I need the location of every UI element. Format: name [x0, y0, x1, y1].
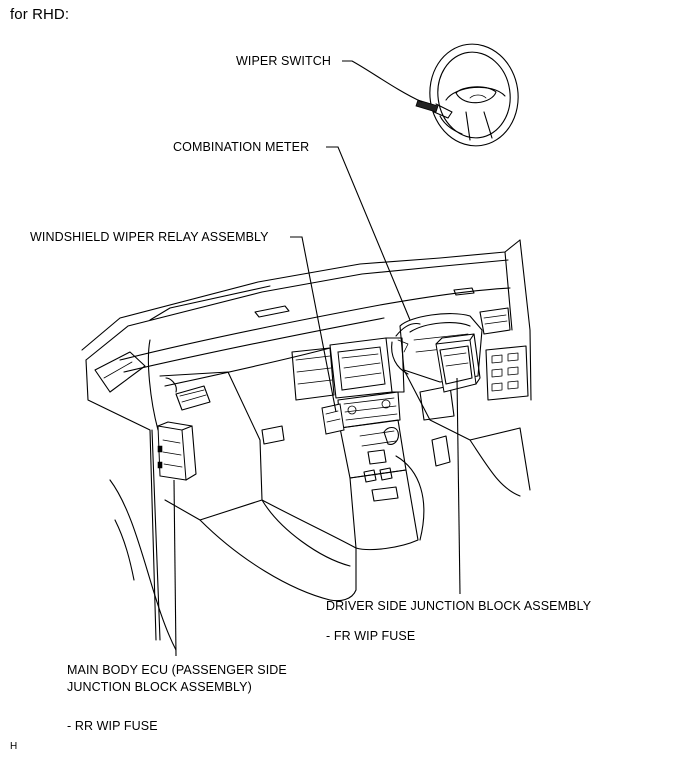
steering-wheel-drawing	[415, 43, 519, 147]
leader-lines	[173, 60, 461, 657]
dashboard-drawing	[81, 239, 532, 651]
label-driver-side-junction-block: DRIVER SIDE JUNCTION BLOCK ASSEMBLY	[326, 599, 592, 613]
label-rr-wip-fuse: - RR WIP FUSE	[67, 719, 158, 733]
label-fr-wip-fuse: - FR WIP FUSE	[326, 629, 416, 643]
diagram-heading: for RHD:	[10, 6, 70, 23]
label-main-body-ecu-line2: JUNCTION BLOCK ASSEMBLY)	[67, 680, 252, 694]
label-wiper-switch: WIPER SWITCH	[236, 54, 331, 68]
main-body-ecu-drawing	[157, 421, 197, 481]
label-combination-meter: COMBINATION METER	[173, 140, 310, 154]
label-windshield-wiper-relay: WINDSHIELD WIPER RELAY ASSEMBLY	[30, 230, 269, 244]
figure-code: H	[10, 741, 18, 752]
label-main-body-ecu-line1: MAIN BODY ECU (PASSENGER SIDE	[67, 663, 287, 677]
